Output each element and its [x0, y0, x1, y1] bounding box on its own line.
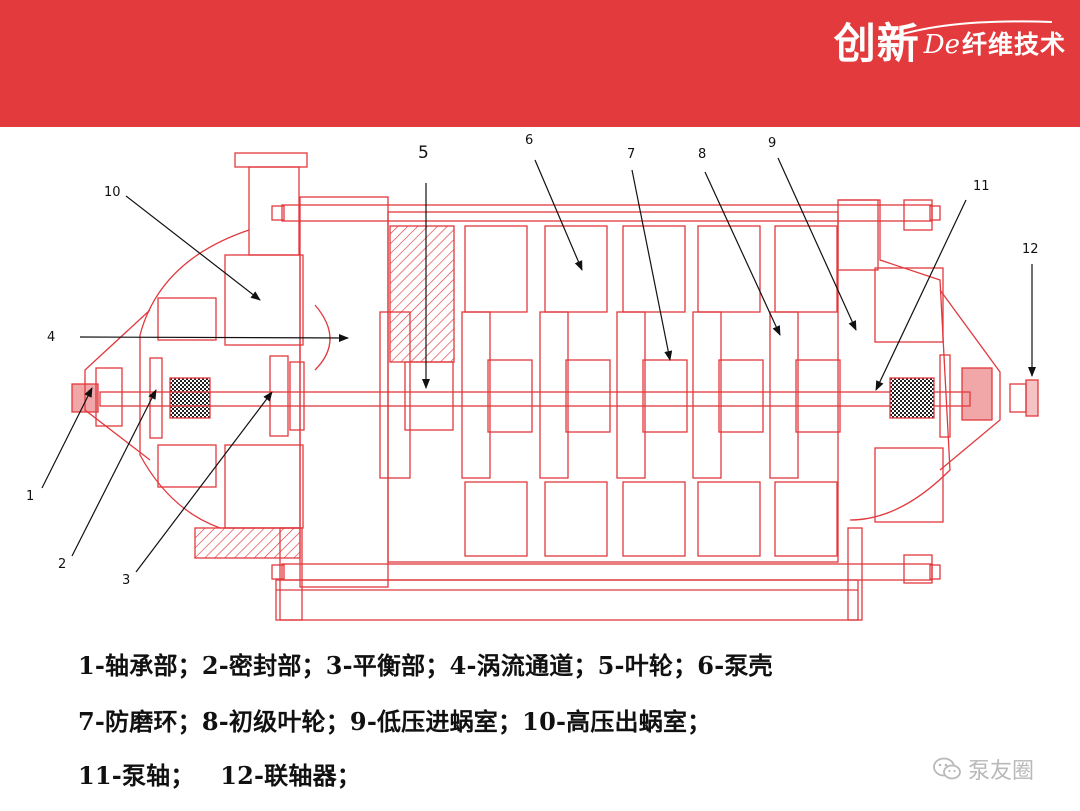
impeller-stage: [461, 311, 491, 479]
brand-sub-text: 纤维技术: [961, 30, 1066, 59]
label-12: 12: [1022, 242, 1039, 257]
label-2: 2: [58, 557, 66, 572]
leader-3: [135, 391, 273, 573]
leader-1: [41, 387, 93, 489]
pump-casing: [387, 211, 839, 563]
pump-shaft: [99, 391, 971, 407]
caption-line-3: 11-泵轴； 12-联轴器；: [78, 761, 361, 790]
label-9: 9: [768, 136, 776, 151]
label-4: 4: [47, 330, 55, 345]
label-3: 3: [122, 573, 130, 588]
wechat-icon: [933, 757, 961, 780]
base-frame: [275, 579, 859, 621]
left-volute: [139, 229, 301, 529]
balance-disk: [269, 355, 289, 437]
tie-rod-bottom: [281, 563, 933, 581]
left-bearing: [169, 377, 211, 419]
brand-swoosh-icon: [879, 20, 1052, 43]
leader-6: [534, 159, 583, 271]
brand-main-text: 创新: [833, 18, 920, 68]
labels: 1 2 3 4 5 6 7 8 9 10 11 12: [26, 133, 1039, 588]
first-impeller: [379, 311, 411, 479]
watermark-text: 泵友圈: [968, 759, 1035, 784]
leader-2: [71, 389, 157, 557]
leader-11: [875, 199, 967, 391]
leader-4: [79, 333, 349, 342]
label-10: 10: [104, 185, 121, 200]
label-1: 1: [26, 489, 34, 504]
leader-10: [125, 195, 261, 301]
impeller-stage: [539, 311, 569, 479]
right-volute: [838, 199, 951, 521]
header-banner: 创新 De 纤维技术: [0, 0, 1080, 127]
discharge-nozzle: [248, 166, 300, 256]
caption-line-2: 7-防磨环；8-初级叶轮；9-低压进蜗室；10-高压出蜗室；: [78, 707, 712, 736]
label-11: 11: [973, 179, 990, 194]
brand-script-text: De: [879, 20, 1052, 60]
pump-cross-section-diagram: 1 2 3 4 5 6 7 8 9 10 11 12: [26, 133, 1039, 621]
coupling: [1009, 383, 1027, 413]
caption-line-1: 1-轴承部；2-密封部；3-平衡部；4-涡流通道；5-叶轮；6-泵壳: [78, 651, 773, 680]
label-7: 7: [627, 147, 635, 162]
label-8: 8: [698, 147, 706, 162]
watermark: 泵友圈: [932, 752, 1034, 786]
pump-body: [71, 152, 1039, 621]
leader-9: [777, 157, 857, 331]
label-6: 6: [525, 133, 533, 148]
impeller-stage: [692, 311, 722, 479]
leader-7: [631, 169, 673, 361]
impeller-stage: [769, 311, 799, 479]
label-5: 5: [418, 143, 429, 163]
tie-rod-top: [281, 204, 933, 222]
impeller-stage: [616, 311, 646, 479]
right-bearing: [889, 377, 935, 419]
brand-logo: 创新 De 纤维技术: [834, 14, 1066, 68]
leader-8: [704, 171, 781, 336]
discharge-nozzle-flange: [234, 152, 308, 168]
